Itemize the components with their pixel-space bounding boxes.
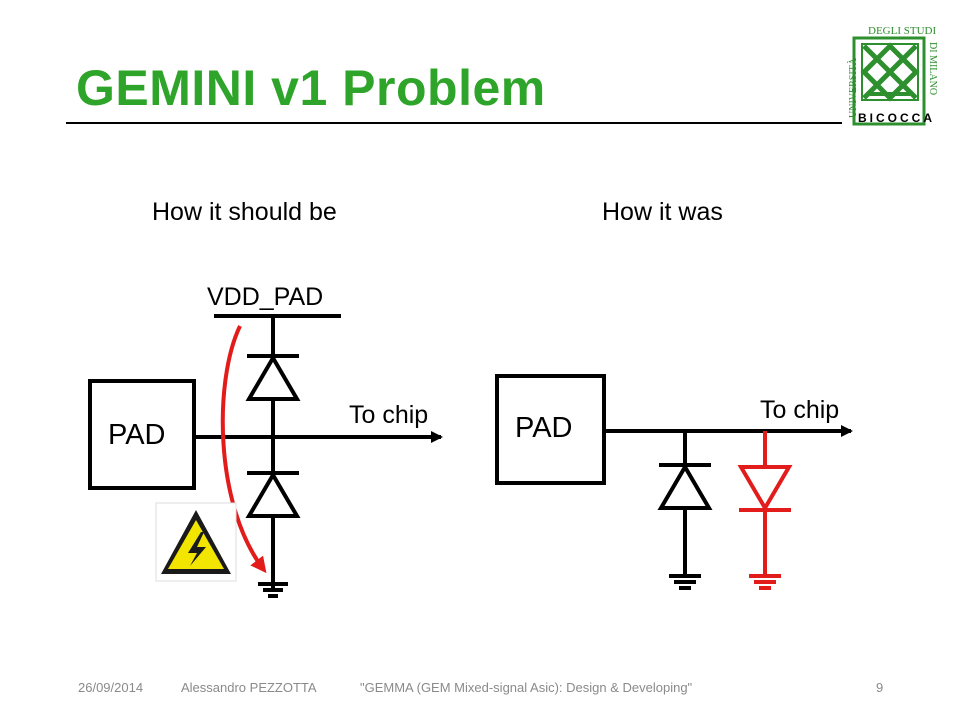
right-black-ground-icon: [669, 574, 701, 590]
footer-author: Alessandro PEZZOTTA: [181, 680, 317, 695]
university-logo: UNIVERSITÀ DEGLI STUDI DI MILANO BICOCCA: [847, 25, 938, 126]
lower-diode-icon: [245, 471, 301, 518]
slide-title: GEMINI v1 Problem: [76, 60, 546, 116]
right-red-ground-icon: [749, 574, 781, 590]
logo-text-right: DI MILANO: [927, 42, 938, 95]
esd-current-arrow-icon: [220, 325, 267, 574]
left-ground-icon: [258, 582, 288, 598]
left-heading: How it should be: [152, 198, 337, 226]
warning-icon: [155, 502, 237, 582]
left-pad-label: PAD: [108, 419, 165, 451]
right-heading: How it was: [602, 198, 723, 226]
right-red-diode-icon: [737, 465, 793, 512]
logo-text-top: DEGLI STUDI: [868, 25, 936, 37]
logo-text-bottom: BICOCCA: [858, 111, 935, 125]
vdd-pad-label: VDD_PAD: [207, 283, 323, 311]
left-pad-box: [88, 379, 196, 490]
page-number: 9: [876, 680, 884, 695]
upper-diode-icon: [245, 354, 301, 401]
footer-date: 26/09/2014: [78, 680, 144, 695]
left-to-chip-label: To chip: [349, 401, 428, 429]
title-divider: [66, 122, 842, 124]
right-to-chip-label: To chip: [760, 396, 839, 424]
footer-talk-title: "GEMMA (GEM Mixed-signal Asic): Design &…: [360, 680, 693, 695]
right-black-diode-icon: [657, 463, 713, 510]
right-pad-label: PAD: [515, 412, 572, 444]
logo-text-vertical: UNIVERSITÀ: [847, 57, 859, 118]
